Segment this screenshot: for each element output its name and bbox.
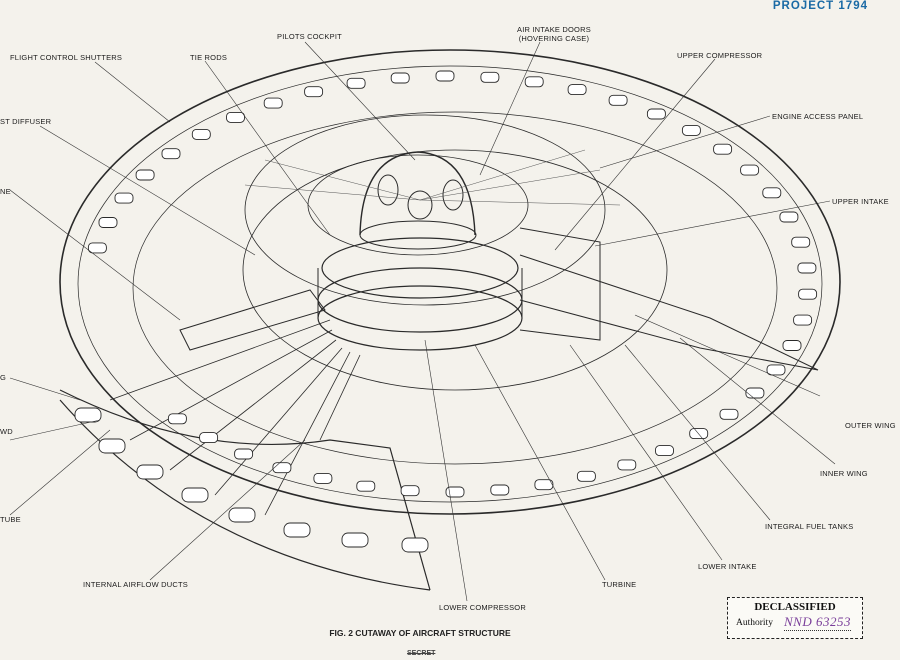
shutter-vent [283,522,311,538]
shutter-vent [234,448,254,460]
lower-compressor-ring [317,285,523,351]
shutter-vent [390,72,410,84]
label-upper-intake: UPPER INTAKE [832,197,889,206]
shutter-vent [226,111,245,123]
label-lower-intake: LOWER INTAKE [698,562,757,571]
shutter-vent [87,242,107,254]
shutter-vent [740,164,760,176]
shutter-vent [341,532,369,548]
cutaway-edge [59,389,431,591]
shutter-vent [793,314,813,326]
declassified-stamp: DECLASSIFIED Authority NND 63253 [727,597,863,639]
internal-airflow-ducts [109,319,361,516]
label-integral-fuel-tanks: INTEGRAL FUEL TANKS [765,522,854,531]
shutter-vent [135,169,155,181]
shutter-vent [646,108,666,120]
shutter-vent [567,84,587,96]
stamp-authority-number: NND 63253 [784,614,851,631]
shutter-vent [779,211,799,223]
label-air-intake-doors: AIR INTAKE DOORS (HOVERING CASE) [517,25,591,43]
shutter-vent [228,507,256,523]
shutter-vent [161,148,181,160]
secret-marking: SECRET [407,650,436,657]
shutter-vent [534,479,554,491]
figure-caption: FIG. 2 CUTAWAY OF AIRCRAFT STRUCTURE [329,628,511,638]
lower-skin [59,399,431,591]
canopy-window [407,190,433,220]
stamp-authority-label: Authority [736,618,773,628]
canopy-window [442,179,464,211]
shutter-vent [98,438,126,454]
label-g: G [0,373,7,382]
shutter-vent [490,484,510,496]
diffuser-duct [179,289,326,351]
label-engine-access-panel: ENGINE ACCESS PANEL [772,112,864,121]
label-upper-compressor: UPPER COMPRESSOR [677,51,763,60]
shutter-vent [435,70,455,82]
project-title: PROJECT 1794 [772,0,868,12]
shutter-vent [199,432,219,444]
flight-control-shutters [74,70,818,553]
wing-spar [519,254,819,371]
shutter-vent [713,143,733,155]
label-st-diffuser: ST DIFFUSER [0,117,52,126]
label-tie-rods: TIE RODS [190,53,228,62]
shutter-vent [782,340,802,351]
shutter-vent [191,128,211,140]
shutter-vent [167,413,187,425]
shutter-vent [655,445,674,457]
outer-rim [59,49,841,515]
inner-wing-ring [242,149,668,391]
shutter-vent [98,217,118,228]
shutter-vent [263,97,283,109]
shutter-vent [524,76,544,88]
shutter-vent [401,537,429,553]
leader-lines [9,41,836,602]
shutter-vent [798,288,818,300]
label-internal-airflow-ducts: INTERNAL AIRFLOW DUCTS [83,580,188,589]
upper-deck-ring [244,114,606,306]
label-tube: TUBE [0,515,21,524]
label-lower-compressor: LOWER COMPRESSOR [439,603,526,612]
cockpit-canopy [359,151,476,236]
shutter-vent [719,408,739,420]
turbine-ring [317,267,523,333]
label-ne: NE [0,187,11,196]
shutter-vent [272,462,292,474]
shutter-vent [480,71,500,83]
shutter-vent [400,485,420,497]
shutter-vent [181,487,209,503]
shutter-vent [681,124,701,136]
label-turbine: TURBINE [602,580,637,589]
shutter-vent [791,236,811,248]
shutter-vent [346,77,366,89]
shutter-vent [766,364,786,376]
shutter-vent [797,262,817,274]
shutter-vent [576,470,596,482]
label-wd: WD [0,427,13,436]
shutter-vent [445,486,465,498]
label-flight-control-shutters: FLIGHT CONTROL SHUTTERS [10,53,123,62]
label-outer-wing: OUTER WING [845,421,896,430]
label-pilots-cockpit: PILOTS COCKPIT [277,32,342,41]
canopy-window [377,174,399,206]
shutter-vent [617,459,637,471]
shutter-vent [608,94,628,106]
shutter-vent [304,86,324,98]
shutter-vent [313,472,333,484]
shutter-vent [74,407,102,423]
shutter-vent [136,464,164,480]
label-inner-wing: INNER WING [820,469,868,478]
rim-inner-band [77,65,823,503]
stamp-title: DECLASSIFIED [754,601,836,613]
wing-ring [132,111,778,465]
shutter-vent [762,187,782,199]
shutter-vent [745,387,765,399]
shutter-vent [114,192,134,204]
upper-compressor-ring [321,237,519,299]
shutter-vent [356,480,376,492]
